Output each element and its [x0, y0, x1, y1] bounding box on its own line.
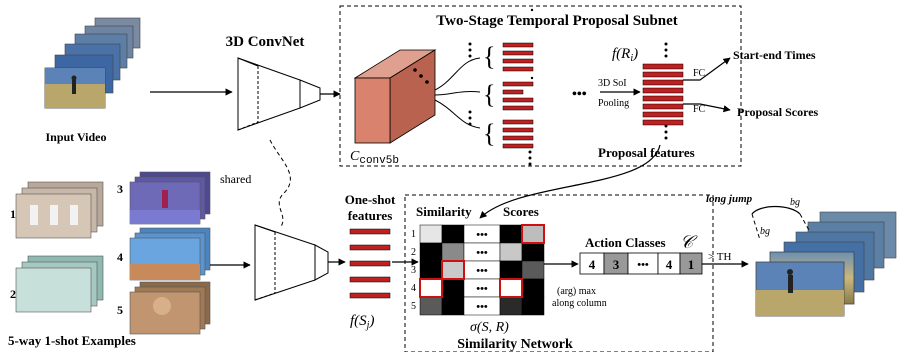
proposal-features-label: Proposal features [598, 145, 695, 160]
action-classes-row [579, 252, 703, 275]
examples-title: 5-way 1-shot Examples [8, 333, 136, 348]
fc-label-top: FC [693, 68, 706, 79]
oneshot-feature-stack [349, 228, 391, 299]
top-convnet-shape [237, 57, 321, 131]
argmax-line1: (arg) max [557, 286, 596, 297]
bg-label-1: bg [790, 197, 800, 208]
vertical-dots-col [530, 8, 534, 80]
example-number-2: 2 [10, 287, 16, 301]
pooling-label: Pooling [598, 98, 629, 109]
matrix-dots-row3: ••• [476, 265, 488, 277]
scores-label: Scores [503, 204, 539, 219]
row-number-5: 5 [411, 301, 416, 312]
matrix-dots-row2: ••• [476, 247, 488, 259]
svg-text:{: { [483, 42, 495, 71]
c-conv5b-label: Cconv5b [350, 149, 399, 167]
c-conv5b-cube [353, 49, 437, 144]
input-video-label: Input Video [45, 130, 106, 144]
action-cell-5: 1 [688, 257, 695, 272]
action-cell-4: 4 [666, 257, 673, 272]
oneshot-label-line2: features [348, 208, 393, 223]
example-1-stack [15, 181, 104, 239]
sigma-label: σ(S, R) [470, 320, 509, 335]
f-ri-label: f(Ri) [612, 46, 638, 64]
ellipsis-dots: ••• [572, 87, 587, 102]
oneshot-label-line1: One-shot [345, 192, 396, 207]
matrix-dots-row4: ••• [476, 283, 488, 295]
convnet-title: 3D ConvNet [226, 34, 305, 50]
svg-text:{: { [483, 119, 495, 148]
example-2-stack [15, 255, 104, 313]
proposal-branch-lines [434, 57, 481, 129]
example-number-5: 5 [117, 303, 123, 317]
example-number-4: 4 [117, 250, 123, 264]
f-ri-feature-stack [642, 63, 684, 126]
action-classes-label: Action Classes [585, 235, 666, 250]
matrix-dots-row5: ••• [476, 301, 488, 313]
long-jump-guide [751, 213, 761, 241]
threshold-label: > TH [708, 251, 731, 263]
proposal-group-2: { [468, 80, 534, 126]
action-cell-3: ••• [637, 259, 649, 271]
example-number-3: 3 [117, 182, 123, 196]
soi-pooling-label: 3D SoI [598, 78, 627, 89]
fc-arrow-bottom [683, 103, 731, 113]
long-jump-label: long jump [706, 193, 753, 205]
bg-guide [799, 213, 811, 233]
proposal-group-3: { [483, 119, 534, 166]
long-jump-brace [751, 205, 801, 215]
similarity-matrix [419, 224, 545, 316]
fc-label-bottom: FC [693, 104, 706, 115]
argmax-line2: along column [552, 298, 607, 309]
row-number-4: 4 [411, 283, 416, 294]
start-end-times-label: Start-end Times [733, 48, 816, 62]
action-cell-2: 3 [613, 257, 620, 272]
bottom-convnet-shape [254, 224, 329, 301]
similarity-network-title: Similarity Network [457, 337, 573, 352]
example-4-stack [129, 227, 211, 281]
row-number-3: 3 [411, 265, 416, 276]
row-number-2: 2 [411, 247, 416, 258]
script-c-label: 𝒞 [680, 232, 698, 252]
action-cell-1: 4 [589, 257, 596, 272]
row-number-1: 1 [411, 229, 416, 240]
example-5-stack [129, 281, 211, 335]
shared-label: shared [220, 172, 251, 186]
input-video-stack [44, 17, 141, 109]
bg-label-2: bg [760, 226, 770, 237]
output-video-stack [755, 211, 897, 317]
proposal-scores-label: Proposal Scores [737, 105, 819, 119]
example-3-stack [129, 171, 211, 225]
subnet-title: Two-Stage Temporal Proposal Subnet [436, 13, 678, 29]
similarity-label: Similarity [416, 204, 472, 219]
argmax-highlights [419, 224, 545, 298]
f-sj-label: f(Sj) [350, 313, 374, 331]
similarity-network-box [404, 194, 714, 352]
proposal-to-similarity-arrow [479, 144, 661, 219]
svg-text:{: { [483, 80, 495, 109]
matrix-dots-row1: ••• [476, 229, 488, 241]
example-number-1: 1 [10, 207, 16, 221]
proposal-group-1: { [468, 42, 534, 72]
shared-weights-curve [269, 139, 291, 229]
fc-arrow-top [683, 57, 731, 81]
